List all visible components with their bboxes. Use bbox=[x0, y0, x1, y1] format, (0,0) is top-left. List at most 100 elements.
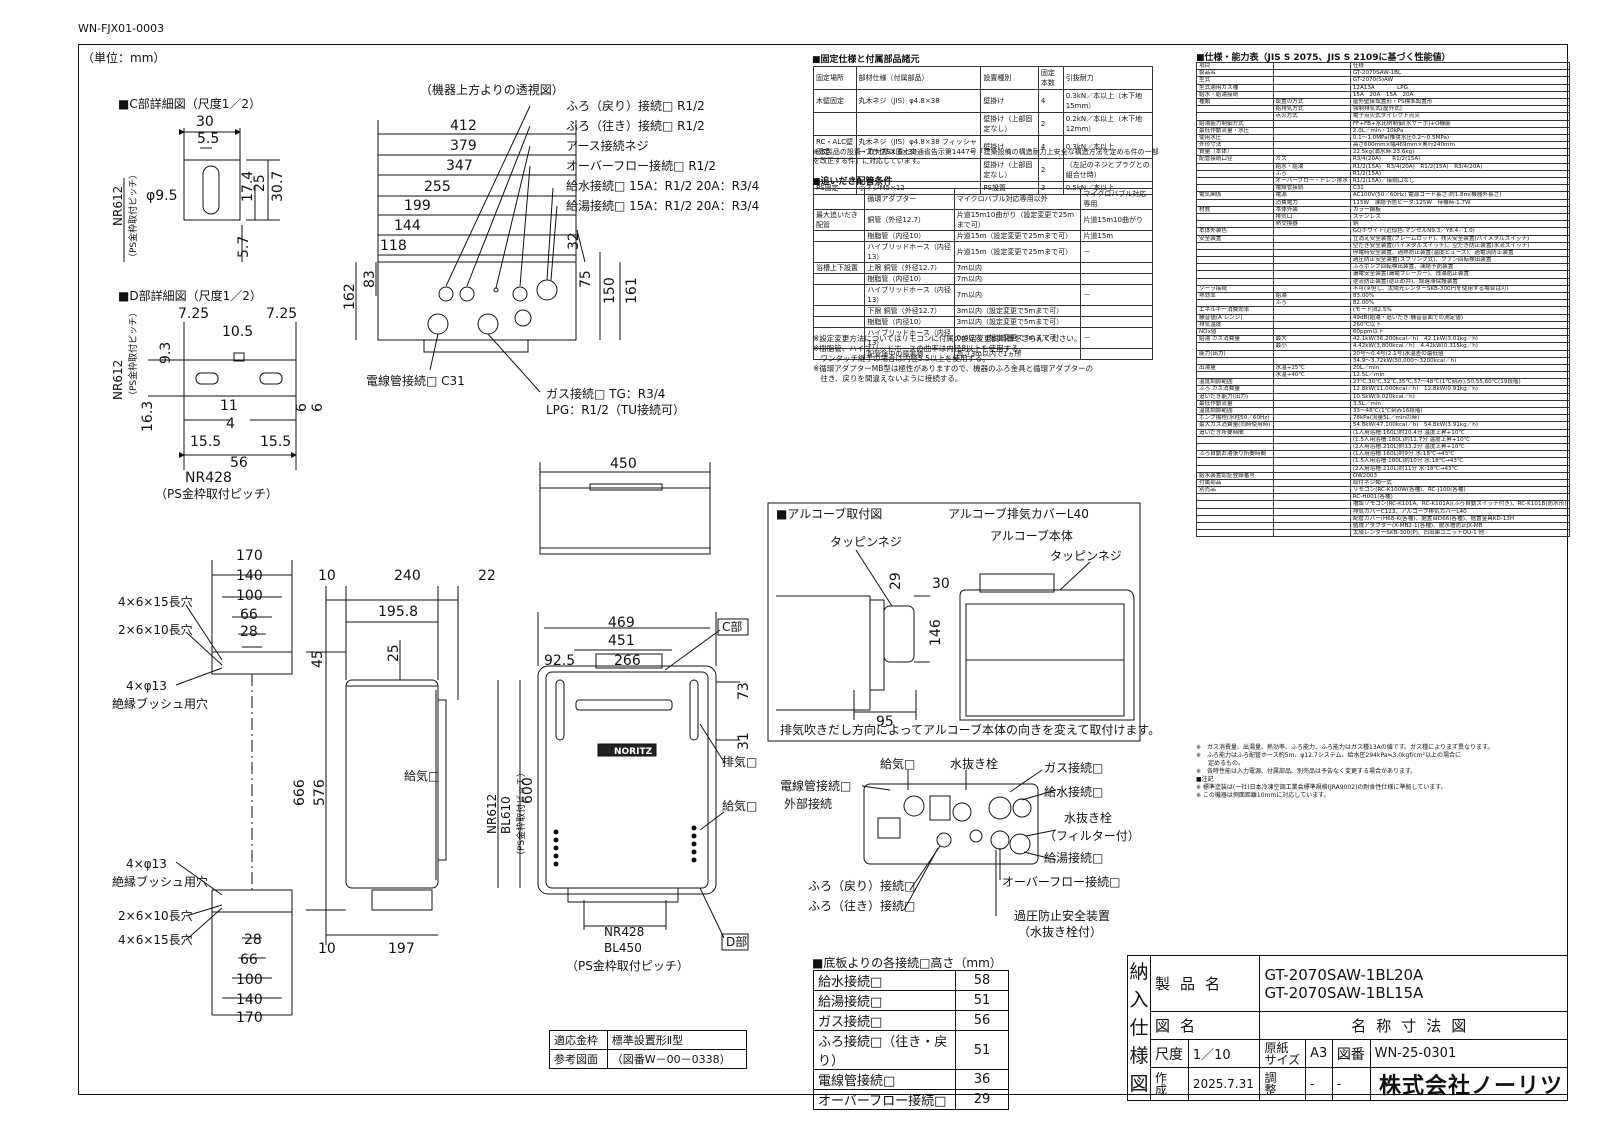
made-label: 作 成 bbox=[1150, 1067, 1189, 1101]
spec-cell: 給水・給湯接続 bbox=[1196, 90, 1274, 99]
table-row: 項目仕様 bbox=[1196, 61, 1570, 71]
pipe-cell: 片道15m10曲がり bbox=[1080, 209, 1153, 231]
table-row: 排気口ステンレス bbox=[1196, 212, 1570, 222]
fixing-cell: 2 bbox=[1037, 112, 1064, 136]
spec-title: ■仕様・能力表（JIS S 2075、JIS S 2109に基づく性能値） bbox=[1196, 53, 1451, 63]
table-row: ソーラ接続不可(※但し、太陽光レンダーSKB-300円を使用する場合は可) bbox=[1196, 284, 1570, 294]
height-value: 51 bbox=[955, 1030, 1009, 1070]
pipe-cell: ハイブリッドホース（内径13） bbox=[864, 241, 955, 263]
pipe-cell: 片道15m bbox=[1080, 230, 1153, 242]
spec-cell: 12.5L／min bbox=[1349, 371, 1570, 380]
spec-cell: 熱交換器 bbox=[1272, 220, 1351, 229]
spec-cell: 60ppm以下 bbox=[1349, 327, 1570, 337]
spec-cell bbox=[1272, 313, 1351, 322]
spec-cell bbox=[1272, 327, 1351, 337]
spec-cell: 22.5kg(満水時:23.6kg) bbox=[1349, 148, 1570, 157]
spec-cell bbox=[1196, 299, 1274, 308]
drawing-label: 図名 bbox=[1149, 1011, 1261, 1040]
table-row: 逆流防止装置(逆止め弁)、誤遅滞保護装置 bbox=[1196, 277, 1570, 286]
spec-cell: 使用水圧 bbox=[1196, 133, 1274, 143]
bracket-bot-100: 100 bbox=[236, 972, 263, 988]
fixing-cell: 0.3kN／本以上（木下地15mm） bbox=[1062, 89, 1154, 113]
bottom-view-drawing bbox=[861, 769, 1057, 916]
pipe-cell: 最大追いだき配管 bbox=[812, 209, 866, 231]
front-dim-451: 451 bbox=[608, 633, 635, 649]
d-dim-4: 4 bbox=[226, 416, 235, 432]
fixing-note: ※本製品の設置・取付部は国土交通省告示第1447号「建築設備の構造耐力上安全な構… bbox=[813, 148, 1159, 165]
spec-cell: 4.42kW(3,800kcal／h) 4.42kW(0.315kg／h) bbox=[1349, 342, 1570, 351]
front-part-d: D部 bbox=[726, 934, 747, 949]
ref-cell: 適応金枠 bbox=[549, 1030, 608, 1050]
table-row: (1.5人用浴槽:180L)約11.7分 温度上昇+10℃ bbox=[1196, 435, 1570, 444]
pipe-cell: 3m以内（設定変更で5mまで可） bbox=[953, 305, 1082, 317]
spec-cell: 設置の方式 bbox=[1272, 97, 1351, 107]
made-date: 2025.7.31 bbox=[1187, 1067, 1261, 1101]
spec-cell: 排気温度 bbox=[1196, 320, 1274, 329]
spec-cell: RC-H001(各種) bbox=[1349, 493, 1570, 502]
bracket-dim-140: 140 bbox=[236, 568, 263, 584]
spec-cell bbox=[1272, 126, 1351, 135]
spec-cell: R1/2(15A) R3/4(20A) R1/2(15A) R3/4(20A) bbox=[1349, 162, 1570, 171]
side-dim-576: 576 bbox=[312, 779, 328, 806]
table-row: (2人用浴槽:210L)約11分 水:18℃→43℃ bbox=[1196, 464, 1570, 473]
bottom-external: 外部接続 bbox=[784, 796, 832, 811]
spec-cell: (1.5人用浴槽:180L)約11.7分 温度上昇+10℃ bbox=[1349, 435, 1570, 444]
spec-cell: 42.1kW(36,200kcal／h) 42.1kW(3.01kg／h) bbox=[1349, 335, 1570, 344]
top-dim-199: 199 bbox=[404, 198, 431, 214]
table-row: 追いだき所要時間(1人用浴槽:160L)約10.4分 温度上昇+10℃ bbox=[1196, 428, 1570, 437]
spec-cell bbox=[1272, 349, 1351, 358]
fixing-cell: 壁掛け bbox=[980, 89, 1039, 113]
spec-cell bbox=[1196, 248, 1274, 258]
spec-cell: 漏電安全装置(漏電ブレーカー)、残湯防止装置 bbox=[1349, 270, 1570, 279]
spec-cell: 製品名 bbox=[1196, 69, 1274, 78]
table-row: 太陽レンダーSKB-300(P)、凹出庫ユニットQU-1 他 bbox=[1196, 529, 1570, 538]
spec-cell bbox=[1272, 486, 1351, 495]
spec-cell: GQホワイト(近似色:マンセルN9.3／Y8.4／1.0) bbox=[1349, 227, 1570, 236]
fixing-header: 設置種別 bbox=[980, 66, 1039, 90]
fixing-cell: 4 bbox=[1037, 135, 1064, 159]
product-label: 製品名 bbox=[1149, 955, 1261, 1012]
front-pitch-nr428: NR428 bbox=[604, 925, 644, 939]
spec-cell: 別売品 bbox=[1196, 486, 1274, 495]
front-exhaust: 排気□ bbox=[722, 754, 757, 769]
brand-logo: NORITZ bbox=[614, 747, 653, 757]
height-value: 36 bbox=[955, 1069, 1009, 1090]
spec-cell bbox=[1272, 356, 1351, 365]
fixing-cell: 0.2kN／本以上（木下地12mm） bbox=[1062, 112, 1154, 136]
table-row: ふろポンプ回転検出装置、凍結予防装置 bbox=[1196, 263, 1570, 272]
spec-note: ※ ふろ能力はふろ配管ホース約5m、φ12.7システム、給水圧294kPa≒3.… bbox=[1196, 752, 1462, 759]
fixing-cell bbox=[813, 112, 857, 136]
pipe-cell bbox=[1080, 262, 1153, 274]
pipe-cell: 上限 銅管（外径12.7） bbox=[864, 262, 955, 274]
spec-cell: 78kPa(流量5L／minの時) bbox=[1349, 414, 1570, 423]
bracket-hole-13-b: 4×φ13 bbox=[126, 857, 167, 871]
spec-cell: 質量（本体） bbox=[1196, 148, 1274, 157]
spec-cell: 20号～0.4号(2.1号)水温差の最低値 bbox=[1349, 349, 1570, 358]
table-row: 点火方式電子点火式ダイレクト点火 bbox=[1196, 112, 1570, 121]
spec-cell bbox=[1272, 241, 1351, 250]
pipe-cell: － bbox=[1080, 284, 1153, 306]
table-row: 壁掛け（上部固定なし）2（左記のネジとプラグとの組合せ時） bbox=[813, 158, 1154, 182]
fixing-cell: 木壁固定 bbox=[813, 89, 857, 113]
spec-cell bbox=[1272, 378, 1351, 387]
ref-cell: 参考図面 bbox=[549, 1049, 608, 1069]
table-row: 空だき安全装置(バイメタルスイッチ)、空だき防止装置(水流スイッチ) bbox=[1196, 241, 1570, 250]
bottom-conduit: 電線管接続□ bbox=[780, 778, 851, 793]
spec-cell bbox=[1272, 284, 1351, 294]
table-row: オーバーフロー接続□29 bbox=[813, 1089, 1009, 1110]
made-label-2: 成 bbox=[1155, 1083, 1168, 1097]
pipe-cell: 片道15m（設定変更で25mまで可） bbox=[953, 230, 1082, 242]
callout-bath-go: ふろ（往き）接続□ R1/2 bbox=[566, 118, 705, 133]
drawing-number: WN-25-0301 bbox=[1369, 1039, 1569, 1068]
spec-cell: ふろポンプ回転検出装置、凍結予防装置 bbox=[1349, 263, 1570, 272]
spec-cell: 項目 bbox=[1196, 61, 1274, 71]
table-row: ガス接続□56 bbox=[813, 1010, 1009, 1031]
table-row: 循環アダプター(X-MB2-1(各種)、脱水槽防止JX-MB bbox=[1196, 521, 1570, 531]
check-label: 調 整 bbox=[1259, 1067, 1307, 1101]
spec-cell: 電子点火式ダイレクト点火 bbox=[1349, 112, 1570, 121]
check-label-2: 整 bbox=[1264, 1083, 1277, 1097]
spec-cell bbox=[1272, 234, 1351, 243]
